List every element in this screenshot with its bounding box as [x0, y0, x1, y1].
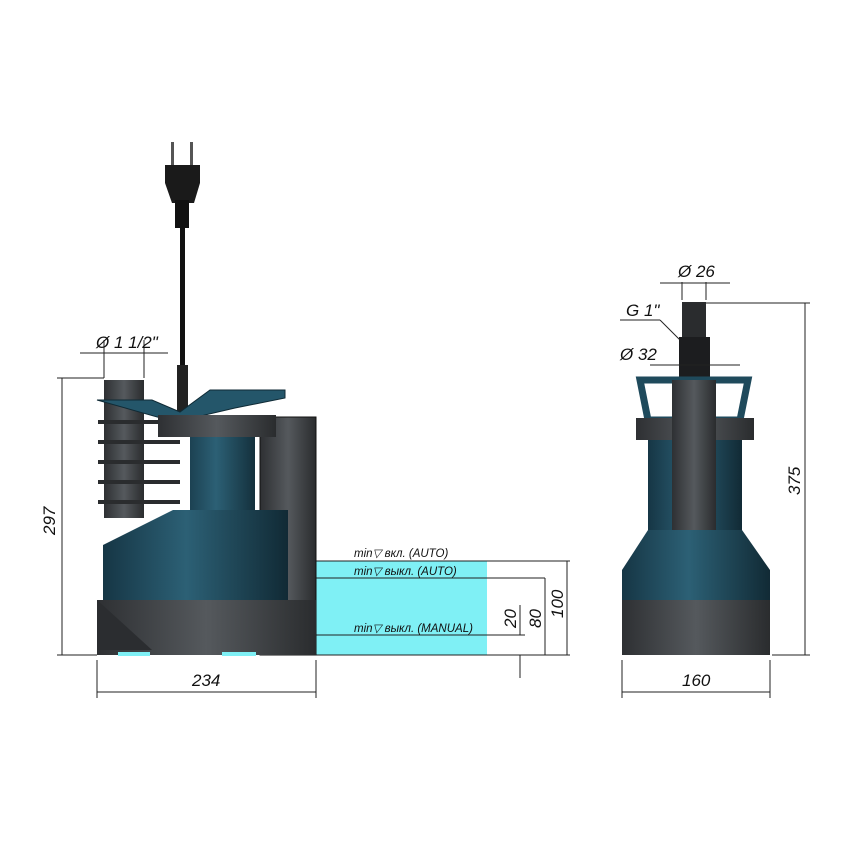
thread-diameter-label: Ø 32	[619, 345, 657, 364]
power-cable	[180, 225, 185, 415]
side-width-label: 160	[682, 671, 711, 690]
thread-label: G 1"	[626, 301, 660, 320]
front-dimension-lines	[57, 340, 317, 698]
pump-front-view	[96, 142, 317, 656]
front-width-label: 234	[191, 671, 220, 690]
dim-20-label: 20	[501, 609, 520, 629]
hose-diameter-label: Ø 26	[677, 262, 715, 281]
side-dimension-lines	[620, 282, 810, 698]
side-height-label: 375	[785, 466, 804, 495]
level-off-auto-label: min▽ выкл. (AUTO)	[354, 566, 457, 578]
front-height-label: 297	[40, 506, 59, 536]
level-on-auto-label: min▽ вкл. (AUTO)	[354, 548, 448, 560]
pump-side-view	[622, 302, 770, 655]
dim-80-label: 80	[526, 609, 545, 628]
outlet-diameter-label: Ø 1 1/2"	[95, 333, 159, 352]
water-level-lines	[316, 560, 570, 678]
plug-icon	[165, 142, 200, 228]
water-level-area	[316, 561, 487, 655]
dim-100-label: 100	[548, 589, 567, 618]
level-off-manual-label: min▽ выкл. (MANUAL)	[354, 623, 473, 635]
